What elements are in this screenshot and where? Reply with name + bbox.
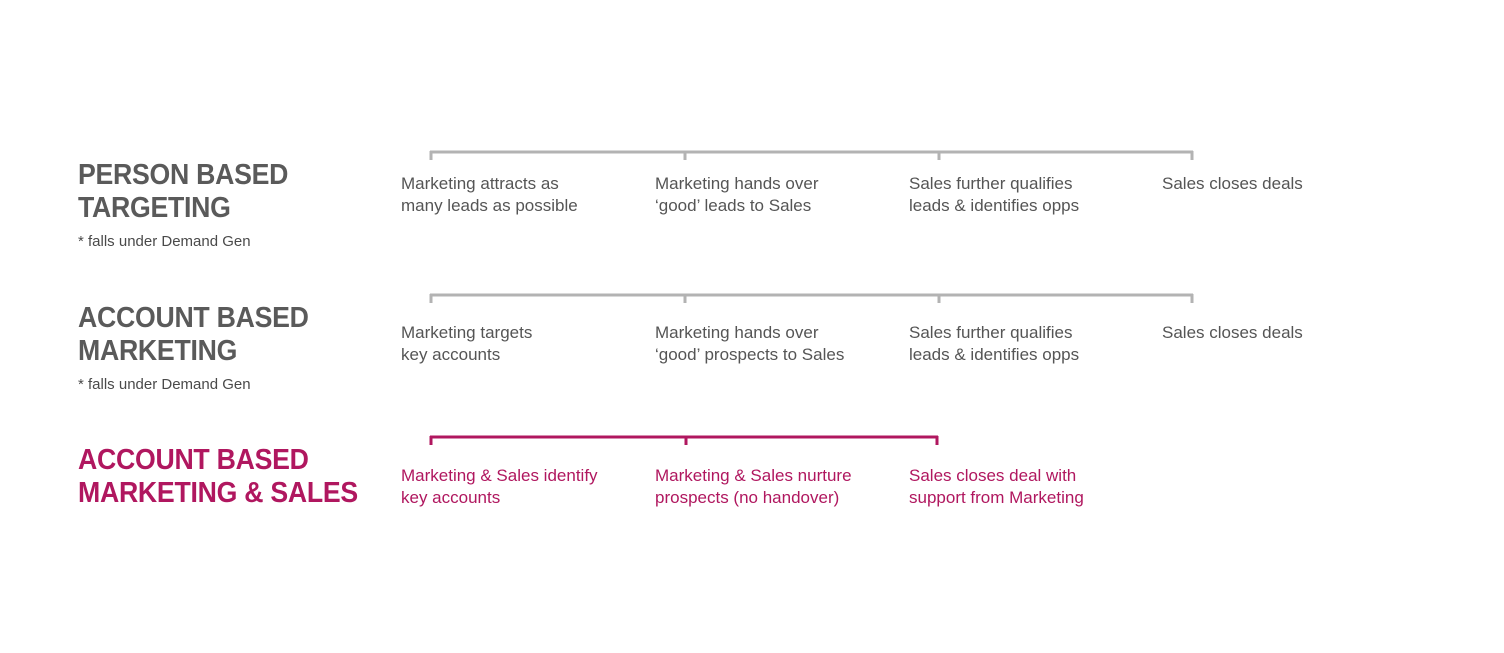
step-text-line: support from Marketing	[909, 487, 1084, 507]
step-text-line: Marketing attracts as	[401, 174, 559, 193]
row-title: ACCOUNT BASED MARKETING & SALES	[78, 444, 358, 510]
step-text-line: Sales further qualifies	[909, 323, 1073, 342]
step-text-line: Marketing targets	[401, 323, 533, 342]
step-text-line: prospects (no handover)	[655, 487, 840, 507]
row-title-line: TARGETING	[78, 192, 231, 224]
step-text-line: key accounts	[401, 487, 501, 507]
row-title: PERSON BASED TARGETING	[78, 159, 288, 225]
step-4: Sales closes deals	[1162, 322, 1402, 344]
step-text-line: Sales closes deal with	[909, 466, 1077, 485]
step-text-line: leads & identifies opps	[909, 195, 1080, 215]
row-note: * falls under Demand Gen	[78, 233, 251, 250]
step-text-line: Marketing & Sales nurture	[655, 466, 852, 485]
row-title: ACCOUNT BASED MARKETING	[78, 302, 309, 368]
step-3: Sales further qualifies leads & identifi…	[909, 173, 1149, 216]
step-text-line: Sales closes deals	[1162, 323, 1303, 342]
step-3: Sales further qualifies leads & identifi…	[909, 322, 1149, 365]
step-2: Marketing & Sales nurture prospects (no …	[655, 465, 895, 508]
step-text-line: Marketing & Sales identify	[401, 466, 598, 485]
step-1: Marketing & Sales identify key accounts	[401, 465, 641, 508]
row-title-line: ACCOUNT BASED	[78, 302, 309, 334]
row-note: * falls under Demand Gen	[78, 376, 251, 393]
step-text-line: many leads as possible	[401, 195, 578, 215]
step-text-line: key accounts	[401, 344, 501, 364]
step-text-line: leads & identifies opps	[909, 344, 1080, 364]
step-1: Marketing targets key accounts	[401, 322, 641, 365]
row-title-line: MARKETING	[78, 335, 238, 367]
row-title-line: MARKETING & SALES	[78, 477, 358, 509]
step-text-line: ‘good’ prospects to Sales	[655, 344, 845, 364]
step-text-line: Marketing hands over	[655, 174, 819, 193]
step-3: Sales closes deal with support from Mark…	[909, 465, 1149, 508]
step-1: Marketing attracts as many leads as poss…	[401, 173, 641, 216]
step-text-line: Marketing hands over	[655, 323, 819, 342]
step-2: Marketing hands over ‘good’ leads to Sal…	[655, 173, 895, 216]
step-4: Sales closes deals	[1162, 173, 1402, 195]
row-title-line: ACCOUNT BASED	[78, 444, 309, 476]
step-text-line: Sales closes deals	[1162, 174, 1303, 193]
step-text-line: Sales further qualifies	[909, 174, 1073, 193]
step-2: Marketing hands over ‘good’ prospects to…	[655, 322, 895, 365]
step-text-line: ‘good’ leads to Sales	[655, 195, 812, 215]
row-title-line: PERSON BASED	[78, 159, 289, 191]
